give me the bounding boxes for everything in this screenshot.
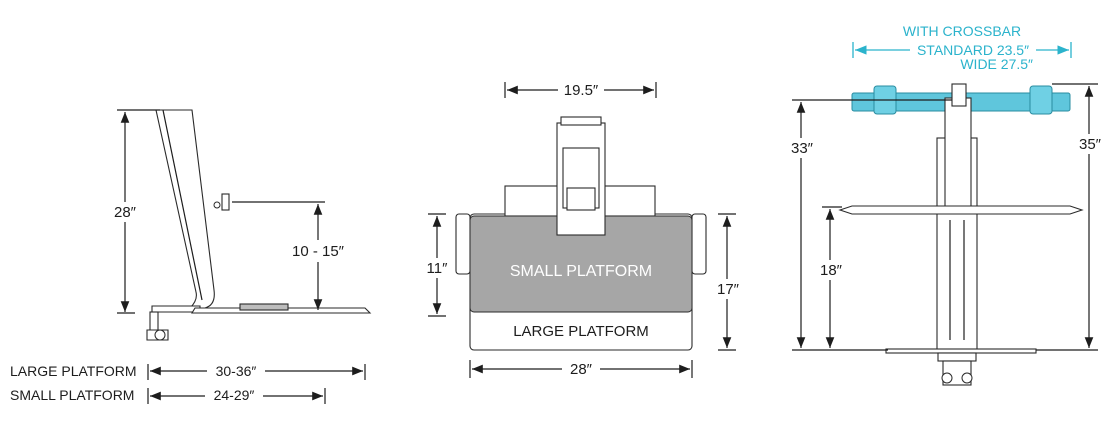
front-33-label: 33″ — [791, 140, 814, 157]
side-large-depth-bg — [207, 362, 265, 380]
front-crossbar-wide: WIDE 27.5″ — [960, 56, 1033, 72]
front-crossbar-standard: STANDARD 23.5″ — [917, 42, 1029, 58]
front-crossbar-standard-bg — [910, 42, 1036, 58]
front-work-surface — [838, 205, 1084, 215]
side-view: 28″ 10 - 15″ LARGE PLATFORM 30-36″ SMALL… — [10, 109, 372, 405]
side-arm-clamp — [221, 193, 230, 211]
front-clamp-top — [937, 352, 977, 362]
top-column-cap — [560, 116, 602, 126]
front-35-label: 35″ — [1079, 136, 1102, 153]
top-view: 19.5″ 11″ 17″ SMALL PLATFORM LARGE PLATF… — [420, 80, 748, 379]
side-clamp-knob — [154, 329, 166, 341]
front-clamp-knob-right — [961, 372, 973, 384]
top-small-platform-label: SMALL PLATFORM — [510, 263, 652, 280]
front-mount-head — [951, 83, 967, 107]
front-upper-slider — [944, 97, 972, 209]
top-left-ear — [455, 213, 471, 275]
top-mount-label-bg — [558, 80, 604, 100]
front-crossbar-title: WITH CROSSBAR — [903, 23, 1021, 39]
front-clamp-knob-left — [941, 372, 953, 384]
front-18-label: 18″ — [820, 262, 843, 279]
top-large-depth-label-bg — [708, 279, 748, 299]
side-post — [155, 109, 215, 309]
side-adjust-label: 10 - 15″ — [292, 243, 345, 260]
front-35-label-bg — [1072, 134, 1108, 154]
side-large-platform-label: LARGE PLATFORM — [10, 363, 137, 379]
side-small-depth-value: 24-29″ — [214, 387, 255, 403]
front-base-plate — [885, 348, 1037, 354]
front-crossbar-clamp-right — [1029, 85, 1053, 115]
top-width-label-bg — [562, 359, 600, 379]
side-adjust-label-bg — [288, 240, 348, 262]
top-small-depth-label-bg — [420, 258, 454, 278]
front-18-label-bg — [814, 260, 848, 280]
front-view: WITH CROSSBAR STANDARD 23.5″ WIDE 27.5″ … — [786, 23, 1108, 386]
side-large-depth-value: 30-36″ — [216, 363, 257, 379]
top-width-label: 28″ — [570, 361, 593, 378]
top-right-ear — [691, 213, 707, 275]
top-large-platform-label: LARGE PLATFORM — [513, 323, 649, 340]
side-height-label-bg — [106, 202, 146, 222]
top-column-bracket — [566, 187, 596, 211]
top-mount-width-label: 19.5″ — [564, 82, 599, 99]
side-post-edge — [162, 109, 203, 301]
front-33-label-bg — [786, 138, 820, 158]
top-large-depth-label: 17″ — [717, 281, 740, 298]
side-height-label: 28″ — [114, 204, 137, 221]
top-small-depth-label: 11″ — [427, 260, 449, 277]
side-platform-tray — [239, 303, 289, 311]
side-small-platform-label: SMALL PLATFORM — [10, 387, 134, 403]
side-knob — [213, 201, 221, 209]
side-small-depth-bg — [205, 387, 263, 405]
